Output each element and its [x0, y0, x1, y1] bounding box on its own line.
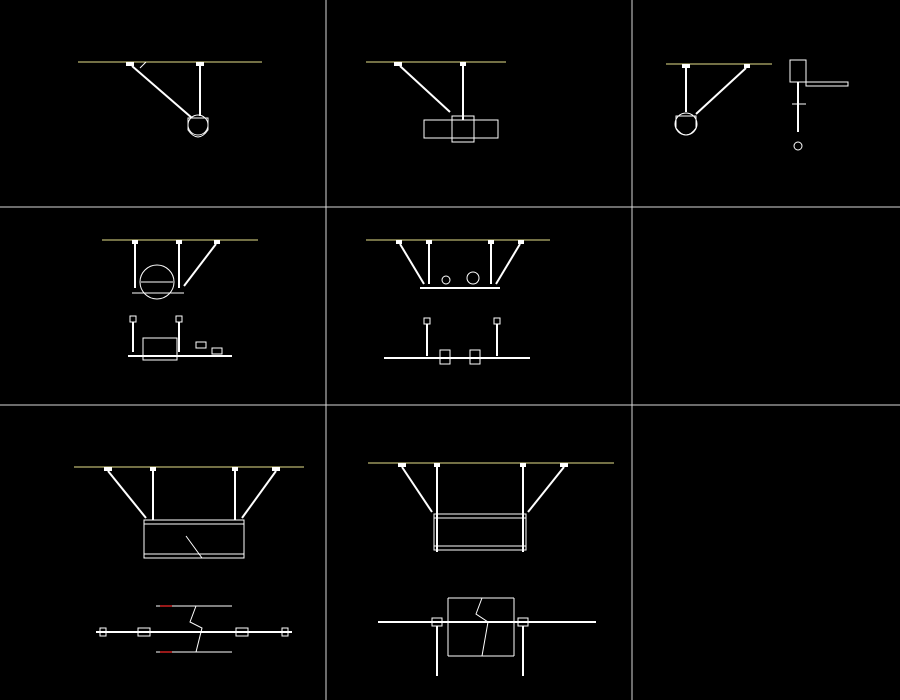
panel-3-pipe-hanger-detail [666, 59, 849, 151]
panel-1-pipe-hanger-detail [78, 61, 262, 138]
panel-5-pipe-hanger-detail [366, 239, 550, 365]
panel-2-pipe-hanger-detail [366, 61, 506, 143]
panel-4-pipe-hanger-detail [102, 239, 258, 361]
panel-7-duct-hanger-detail [74, 466, 304, 653]
panel-8-duct-hanger-detail [368, 462, 614, 676]
